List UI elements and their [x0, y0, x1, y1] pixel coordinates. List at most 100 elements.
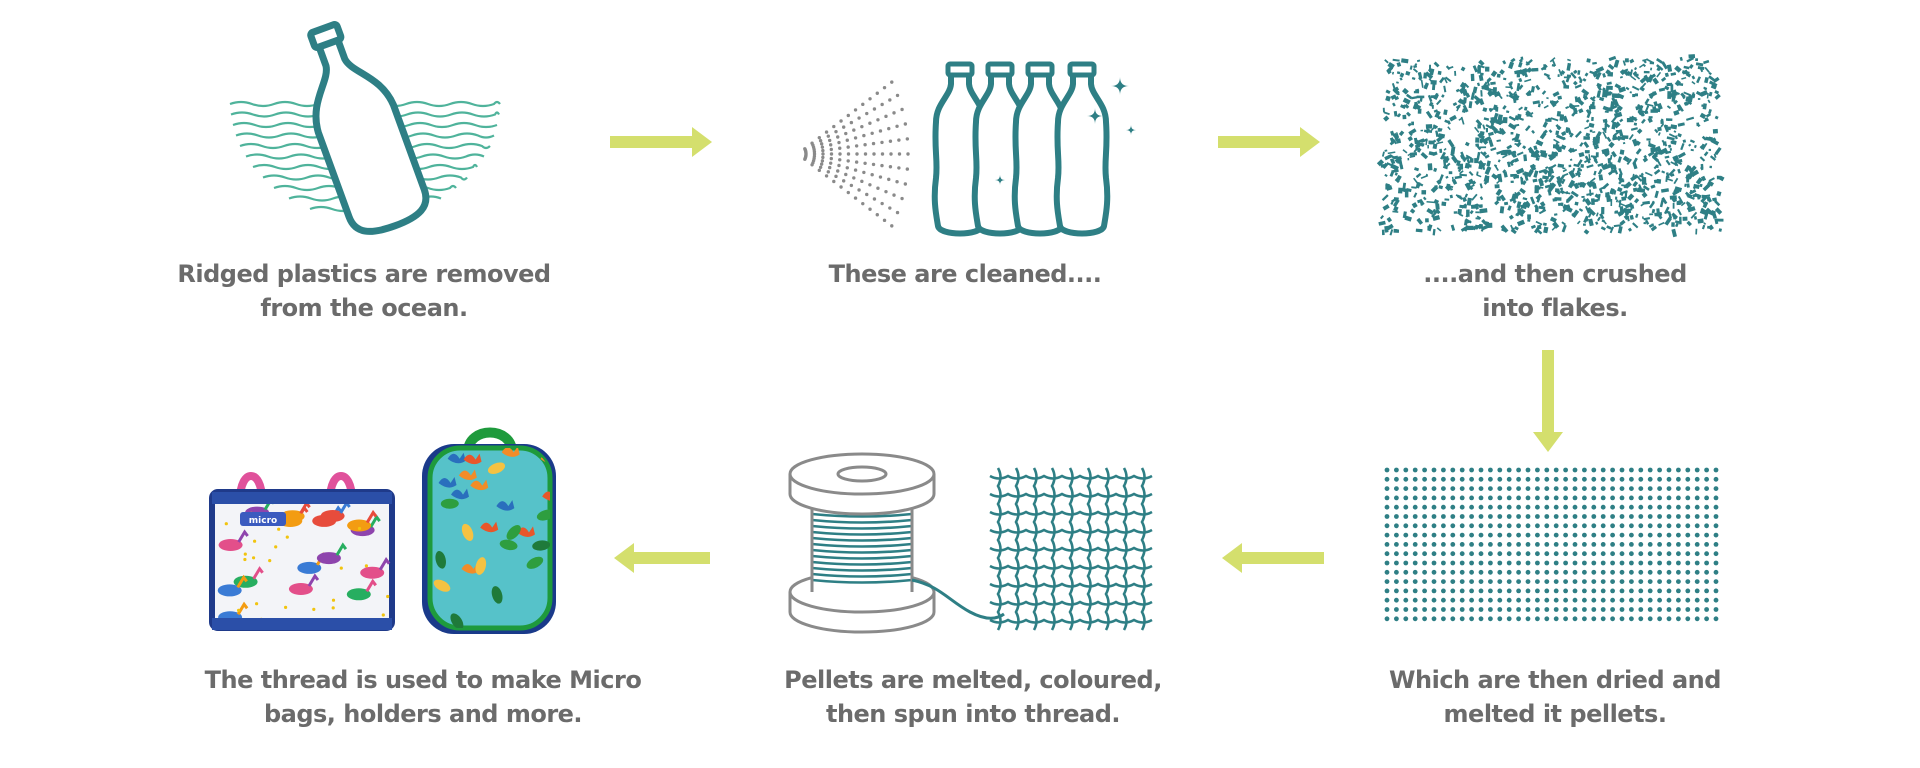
flake [1674, 65, 1682, 73]
pellet [1544, 579, 1550, 584]
flake [1689, 189, 1693, 194]
pellet [1553, 579, 1559, 584]
step-5-caption: Pellets are melted, coloured, then spun … [784, 666, 1162, 728]
flake [1706, 93, 1709, 99]
flake [1635, 140, 1641, 146]
pellet [1676, 495, 1681, 501]
flake [1650, 109, 1658, 113]
pellet [1629, 569, 1634, 575]
flake [1522, 197, 1528, 201]
flake [1556, 110, 1561, 117]
pellet [1563, 597, 1568, 603]
pellet [1600, 579, 1606, 584]
thread-winding [811, 554, 913, 560]
flake [1530, 111, 1534, 115]
pellet [1638, 504, 1644, 510]
flake [1533, 170, 1539, 178]
pellet [1553, 523, 1559, 529]
pellet [1469, 523, 1474, 529]
star-dot [224, 522, 228, 526]
flake [1509, 197, 1517, 202]
spray-dot [818, 138, 823, 143]
pellet [1610, 523, 1615, 529]
flake [1560, 70, 1566, 76]
pellet [1535, 579, 1540, 584]
flake [1420, 79, 1424, 88]
pellet [1610, 616, 1615, 622]
flake [1395, 138, 1402, 144]
pellet [1422, 495, 1427, 501]
pellet [1488, 542, 1493, 547]
pellet [1422, 542, 1427, 547]
flake [1665, 177, 1674, 182]
flake [1465, 225, 1474, 231]
flake [1702, 201, 1706, 207]
spray-dot [884, 189, 888, 194]
pellet [1704, 588, 1709, 594]
flake [1588, 208, 1596, 216]
flake [1490, 147, 1497, 152]
flake [1602, 131, 1608, 139]
pellet [1384, 476, 1390, 482]
flake [1469, 158, 1474, 163]
pellet [1610, 569, 1615, 575]
pellet [1525, 551, 1531, 557]
flake [1437, 70, 1442, 75]
weave-weft [989, 474, 1153, 480]
flake [1416, 95, 1425, 99]
pellet [1431, 597, 1437, 603]
flake [1464, 182, 1471, 191]
flake [1630, 127, 1638, 131]
pellet [1384, 551, 1390, 557]
flake [1431, 104, 1434, 109]
flake [1461, 203, 1468, 209]
flake [1650, 147, 1659, 153]
spray-dot [819, 142, 824, 146]
flake [1460, 66, 1466, 72]
flake [1588, 105, 1596, 110]
flake [1582, 95, 1586, 99]
pellet [1600, 569, 1606, 575]
pellet [1582, 467, 1587, 473]
weave-warp [1032, 467, 1038, 631]
pellet [1657, 569, 1662, 575]
weave-warp [1086, 467, 1092, 631]
flake [1543, 169, 1549, 175]
flake [1405, 70, 1411, 76]
flake [1586, 181, 1593, 188]
unicorn-head [237, 529, 249, 543]
flake [1425, 218, 1429, 223]
spray-dot [852, 176, 856, 180]
flake [1515, 213, 1520, 217]
star-dot [364, 564, 368, 568]
spray-dot [832, 124, 836, 129]
flake [1716, 190, 1722, 197]
spray-dot [852, 128, 856, 132]
flake [1559, 146, 1562, 151]
pellet [1685, 560, 1691, 566]
pellet [1469, 616, 1474, 622]
flake [1712, 128, 1718, 134]
arrow-4-to-5 [1222, 543, 1324, 573]
flake [1642, 185, 1650, 191]
flake [1621, 135, 1629, 139]
flake [1477, 66, 1481, 74]
thread-spool-weave-icon [788, 452, 1153, 634]
pellet [1629, 560, 1634, 566]
flake [1664, 155, 1670, 159]
pellet [1572, 504, 1578, 510]
flake [1686, 116, 1695, 121]
flake [1471, 180, 1477, 186]
weave-warp [1140, 467, 1146, 631]
flake [1617, 210, 1624, 217]
flake [1580, 164, 1584, 168]
pellet [1713, 597, 1719, 603]
leaf-shape [536, 509, 550, 521]
flake [1648, 73, 1656, 80]
flake [1577, 182, 1581, 186]
step-2-caption: These are cleaned.... [828, 260, 1102, 288]
flake [1673, 99, 1679, 105]
flake [1496, 73, 1501, 78]
flake [1534, 149, 1540, 155]
flake [1413, 103, 1422, 111]
